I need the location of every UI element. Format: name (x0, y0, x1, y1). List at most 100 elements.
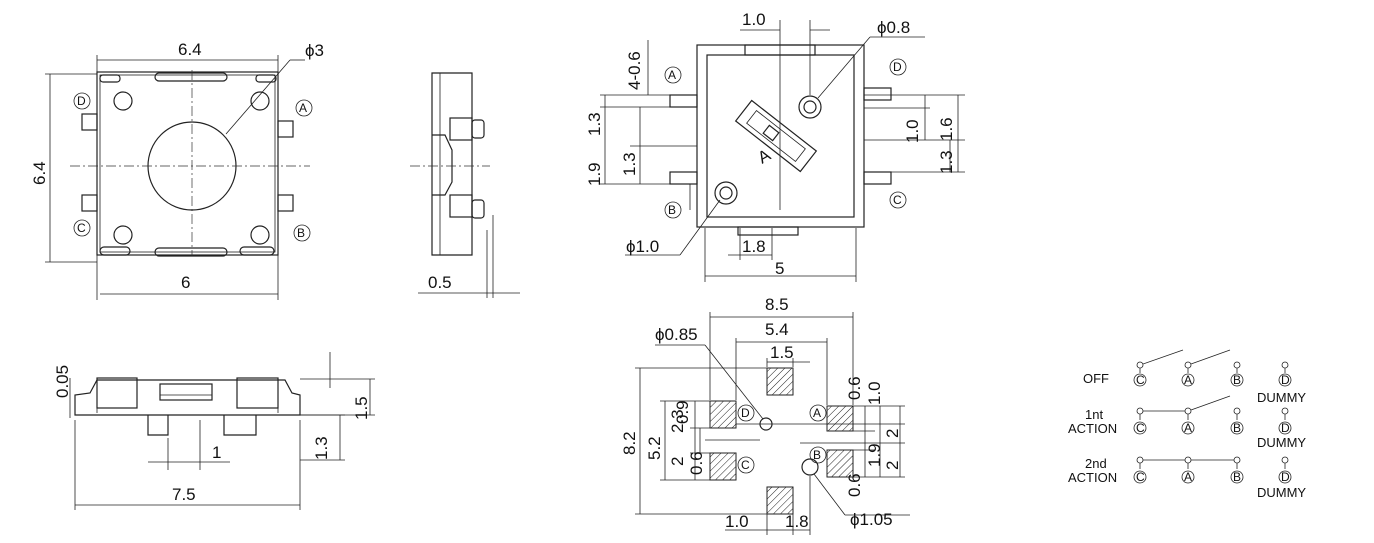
front-view: 1 7.5 0.05 1.5 1.3 (53, 352, 375, 510)
svg-text:D: D (1281, 470, 1290, 484)
fp-v-2b-label: 2 (883, 429, 902, 438)
svg-text:A: A (813, 406, 821, 420)
svg-text:B: B (668, 203, 676, 217)
iso-d3-label: 1.9 (585, 162, 604, 186)
fp-v-10-label: 1.0 (865, 381, 884, 405)
svg-text:A: A (1184, 470, 1192, 484)
svg-text:C: C (893, 193, 902, 207)
svg-text:C: C (741, 458, 750, 472)
fp-pin-c: C (737, 456, 755, 474)
svg-text:D: D (77, 94, 86, 108)
side-lead-label: 0.5 (428, 273, 452, 292)
iso-d1-label: 1.3 (585, 112, 604, 136)
top-pin-b: B (293, 224, 311, 242)
footprint-view: 8.5 5.4 1.5 ϕ0.85 ϕ1.05 8.2 5.2 0.9 2.3 … (620, 295, 910, 535)
fp-v-2a-label: 2 (668, 457, 687, 466)
state-label-line1: 2nd (1085, 456, 1107, 471)
fp-hole1-label: ϕ0.85 (655, 325, 698, 344)
front-body (74, 379, 301, 416)
iso-d4-label: 1.0 (903, 119, 922, 143)
switch-pin-d: D (1278, 373, 1292, 387)
top-bottom-width-label: 6 (181, 273, 190, 292)
pad-d (709, 400, 737, 429)
switch-state-off: OFF C A B D DUMMY (1083, 349, 1306, 405)
fp-b-10-label: 1.0 (725, 512, 749, 531)
fp-v-23-label: 2.3 (668, 409, 687, 433)
state-label-line1: 1nt (1085, 407, 1103, 422)
svg-text:A: A (1184, 373, 1192, 387)
switch-state-second-action: 2nd ACTION C A B D DUMMY (1068, 456, 1306, 500)
svg-text:B: B (1233, 421, 1241, 435)
iso-pin-b: B (664, 201, 682, 219)
top-pin-d: D (73, 92, 91, 110)
switch-pin-a: A (1181, 373, 1195, 387)
svg-text:C: C (1136, 373, 1145, 387)
dummy-label: DUMMY (1257, 485, 1306, 500)
top-pin-c: C (73, 219, 91, 237)
svg-text:D: D (893, 60, 902, 74)
state-label: OFF (1083, 371, 1109, 386)
fp-w-inner-label: 5.4 (765, 320, 789, 339)
dummy-label: DUMMY (1257, 435, 1306, 450)
fp-v-06b-label: 0.6 (845, 376, 864, 400)
pad-top (766, 367, 794, 396)
fp-v-06a-label: 0.6 (687, 451, 706, 475)
svg-text:A: A (299, 101, 307, 115)
svg-text:B: B (297, 226, 305, 240)
fp-pad-w-label: 1.5 (770, 343, 794, 362)
iso-post-dia-label: ϕ1.0 (626, 237, 659, 256)
fp-pin-d: D (737, 404, 755, 422)
pad-b (826, 449, 854, 478)
fp-hole2-label: ϕ1.05 (850, 510, 893, 529)
side-view: 0.5 (410, 72, 520, 298)
state-label-line2: ACTION (1068, 470, 1117, 485)
switch-pin-b: B (1230, 421, 1244, 435)
svg-text:A: A (668, 68, 676, 82)
top-hole-label: ϕ3 (305, 41, 324, 60)
fp-h-inner-label: 5.2 (645, 436, 664, 460)
svg-text:D: D (1281, 373, 1290, 387)
footprint-hole-large (801, 458, 819, 476)
top-width-label: 6.4 (178, 40, 202, 59)
top-view: 6.4 ϕ3 6 6.4 D A C B (30, 40, 324, 300)
iso-pin-dia-label: ϕ0.8 (877, 18, 910, 37)
iso-pin-d: D (889, 58, 907, 76)
iso-w2-label: 5 (775, 259, 784, 278)
iso-pitch-label: 1.0 (742, 10, 766, 29)
front-body-height-label: 1.5 (352, 396, 371, 420)
side-body (431, 72, 473, 256)
svg-text:D: D (1281, 421, 1290, 435)
svg-text:B: B (813, 448, 821, 462)
fp-v-06c-label: 0.6 (845, 473, 864, 497)
iso-d6-label: 1.3 (937, 150, 956, 174)
switch-pin-a: A (1181, 470, 1195, 484)
fp-pin-b: B (809, 446, 827, 464)
switch-state-first-action: 1nt ACTION C A B D DUMMY (1068, 395, 1306, 450)
svg-text:B: B (1233, 470, 1241, 484)
switch-pin-a: A (1181, 421, 1195, 435)
switch-pin-d: D (1278, 421, 1292, 435)
switch-pin-b: B (1230, 373, 1244, 387)
iso-view: A 1.0 ϕ (585, 10, 965, 282)
front-length-label: 7.5 (172, 485, 196, 504)
iso-d5-label: 1.6 (937, 117, 956, 141)
svg-text:C: C (1136, 470, 1145, 484)
front-stand-height-label: 1.3 (312, 436, 331, 460)
front-gap-label: 0.05 (53, 365, 72, 398)
switch-pin-b: B (1230, 470, 1244, 484)
top-height-label: 6.4 (30, 161, 49, 185)
switch-pin-d: D (1278, 470, 1292, 484)
iso-pin-c: C (889, 191, 907, 209)
switch-pin-c: C (1133, 470, 1147, 484)
svg-text:B: B (1233, 373, 1241, 387)
svg-text:A: A (1184, 421, 1192, 435)
iso-pin-a: A (664, 66, 682, 84)
fp-v-09-label: 0.9 (673, 400, 692, 424)
fp-v-19-label: 1.9 (865, 443, 884, 467)
switch-pin-c: C (1133, 421, 1147, 435)
svg-text:C: C (77, 221, 86, 235)
iso-w1-label: 1.8 (742, 237, 766, 256)
switch-pin-c: C (1133, 373, 1147, 387)
iso-d2-label: 1.3 (620, 152, 639, 176)
pad-a (826, 405, 854, 432)
